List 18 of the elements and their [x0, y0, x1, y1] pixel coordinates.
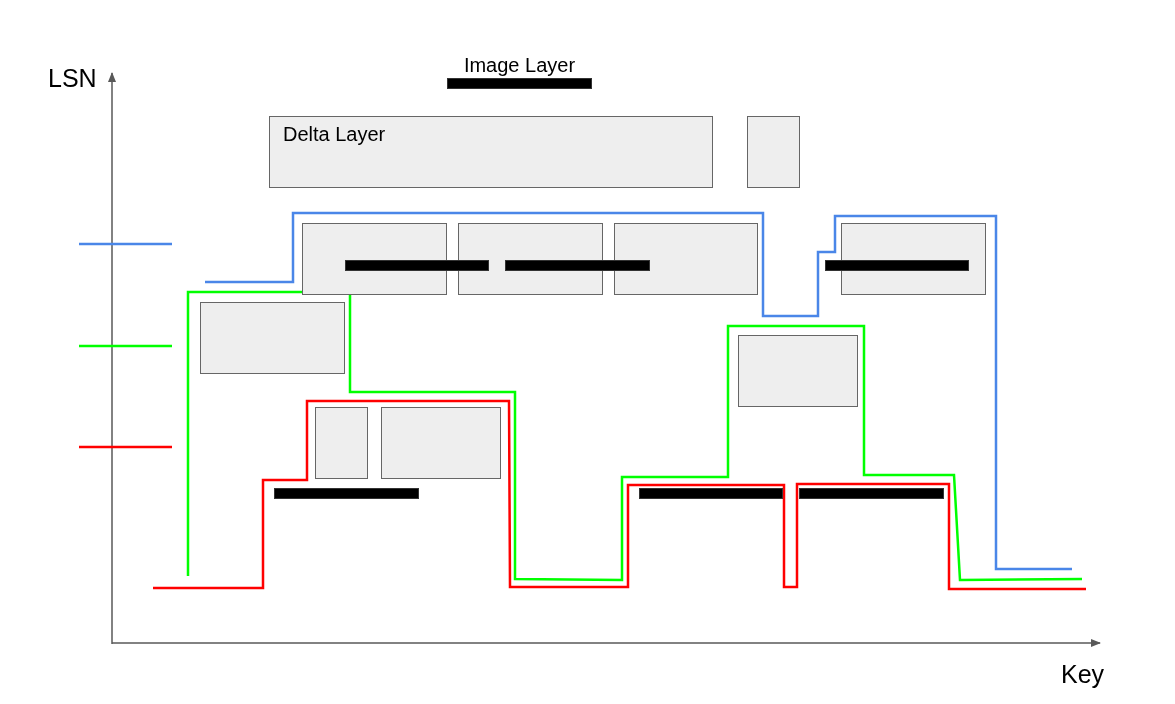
layer-label: Image Layer — [462, 53, 577, 78]
image-layer-bar — [345, 260, 489, 271]
axis-label: Key — [1061, 659, 1105, 690]
delta-layer-box — [269, 116, 713, 188]
image-layer-bar — [274, 488, 419, 499]
delta-layer-box — [747, 116, 800, 188]
image-layer-bar — [505, 260, 650, 271]
image-layer-bar — [639, 488, 783, 499]
axis-label: LSN — [48, 63, 97, 94]
layer-label: Delta Layer — [283, 122, 387, 147]
delta-layer-box — [381, 407, 501, 479]
image-layer-bar — [799, 488, 944, 499]
image-layer-bar — [825, 260, 969, 271]
delta-layer-box — [614, 223, 758, 295]
delta-layer-box — [302, 223, 447, 295]
delta-layer-box — [200, 302, 345, 374]
delta-layer-box — [738, 335, 858, 407]
delta-layer-box — [315, 407, 368, 479]
